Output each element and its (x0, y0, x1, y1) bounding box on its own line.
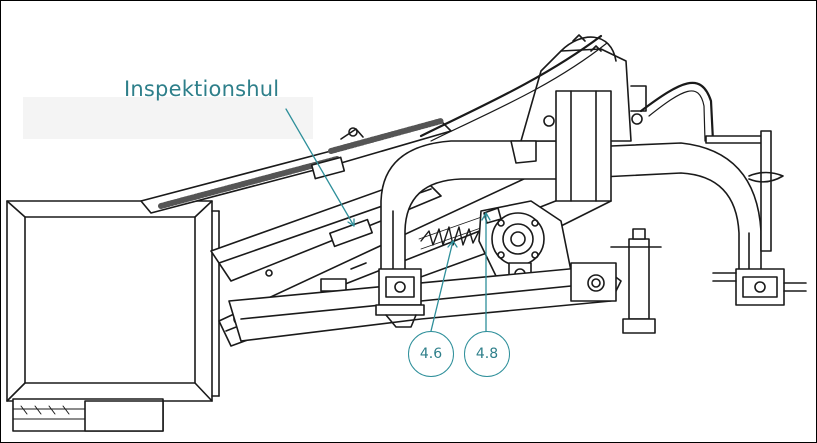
reference-bubble-4-8: 4.8 (464, 331, 510, 377)
leader-lines (285, 108, 491, 332)
clamp-left (375, 268, 425, 328)
arch-frame (380, 140, 762, 277)
inspection-hole-label: Inspektionshul (124, 77, 280, 101)
label-background (23, 97, 313, 139)
center-gearbox (510, 34, 647, 202)
left-housing (6, 200, 220, 432)
reference-bubble-4-6: 4.6 (408, 331, 454, 377)
upper-beam (140, 118, 452, 214)
support-leg-icon (610, 228, 662, 334)
clamp-right (712, 268, 807, 306)
lower-chassis (228, 262, 622, 342)
hitch-pin-icon (705, 130, 784, 252)
hydraulic-hoses (419, 34, 715, 143)
